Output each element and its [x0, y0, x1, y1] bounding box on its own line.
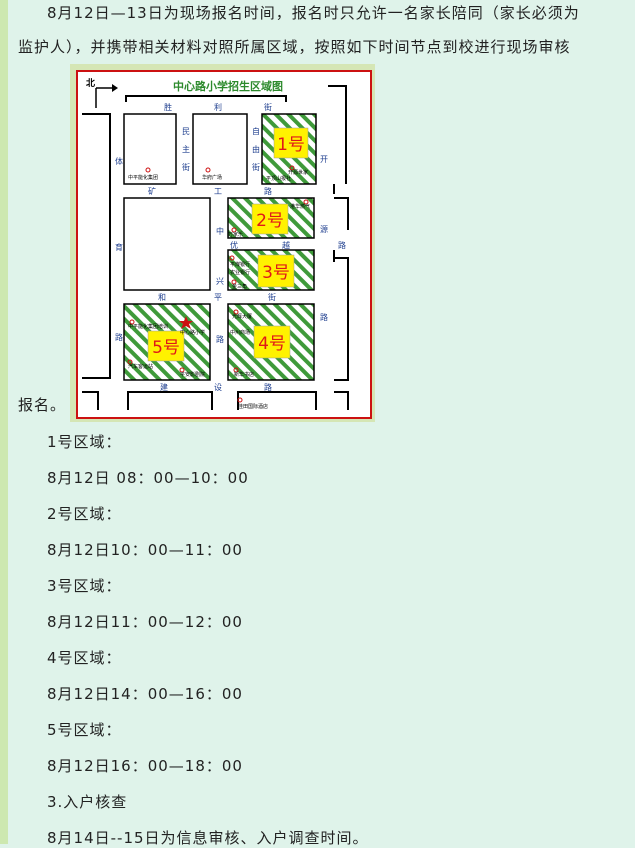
- svg-text:越: 越: [282, 240, 290, 250]
- zone-3-label: 3号: [262, 263, 290, 283]
- svg-text:体: 体: [115, 156, 123, 166]
- zone-labels: 1号 2号 3号 4号 5号: [147, 127, 309, 362]
- zone-5-heading: 5号区域：: [47, 721, 122, 739]
- section-3-text: 8月14日--15日为信息审核、入户调查时间。: [47, 829, 369, 847]
- svg-text:街: 街: [268, 292, 276, 302]
- svg-text:汽车客运站: 汽车客运站: [128, 363, 153, 370]
- svg-text:建: 建: [160, 382, 168, 392]
- svg-text:中州商场: 中州商场: [230, 329, 250, 336]
- svg-text:街: 街: [182, 162, 190, 172]
- svg-text:街: 街: [264, 102, 272, 112]
- svg-text:利: 利: [214, 102, 222, 112]
- svg-text:平顶山报社: 平顶山报社: [266, 175, 291, 182]
- svg-text:中平能化集团培训: 中平能化集团培训: [128, 323, 168, 330]
- zone-1-time: 8月12日 08：00—10：00: [47, 469, 249, 487]
- svg-text:金三角: 金三角: [232, 283, 247, 290]
- svg-text:光辉大厦: 光辉大厦: [232, 313, 252, 320]
- svg-text:育: 育: [115, 242, 123, 252]
- north-label: 北: [86, 77, 95, 89]
- svg-text:平: 平: [214, 293, 222, 302]
- svg-text:路: 路: [264, 186, 272, 196]
- paragraph-line-1: 8月12日—13日为现场报名时间，报名时只允许一名家长陪同（家长必须为: [47, 4, 580, 22]
- paragraph-line-3: 报名。: [18, 396, 67, 414]
- svg-text:优: 优: [230, 240, 238, 250]
- enrollment-zone-map: 北 中心路小学招生区域图: [70, 64, 375, 422]
- svg-text:工: 工: [214, 187, 222, 196]
- paragraph-line-2: 监护人），并携带相关材料对照所属区域，按照如下时间节点到校进行现场审核: [18, 38, 571, 56]
- svg-text:新华书店: 新华书店: [234, 371, 254, 378]
- svg-text:矿: 矿: [148, 186, 156, 196]
- svg-text:平安影剧院: 平安影剧院: [180, 371, 205, 378]
- svg-text:万家乐: 万家乐: [228, 231, 243, 238]
- svg-text:农业银行: 农业银行: [230, 269, 250, 276]
- svg-text:中心路小学: 中心路小学: [180, 329, 205, 336]
- svg-text:源: 源: [320, 225, 328, 234]
- svg-text:平煤银行: 平煤银行: [230, 261, 250, 268]
- zone-5-label: 5号: [152, 338, 180, 358]
- zone-1-heading: 1号区域：: [47, 433, 122, 451]
- svg-text:兴: 兴: [216, 277, 224, 286]
- svg-text:街: 街: [252, 162, 260, 172]
- zone-5-time: 8月12日16：00—18：00: [47, 757, 243, 775]
- zone-1-label: 1号: [277, 135, 305, 155]
- svg-text:佳田国际酒店: 佳田国际酒店: [238, 403, 268, 410]
- left-decoration-strip: [0, 0, 8, 844]
- svg-text:路: 路: [216, 334, 224, 344]
- zone-4-time: 8月12日14：00—16：00: [47, 685, 243, 703]
- svg-text:开: 开: [320, 155, 328, 164]
- svg-text:路: 路: [338, 240, 346, 250]
- section-3-heading: 3.入户核查: [47, 793, 128, 811]
- svg-text:开源世家: 开源世家: [288, 169, 308, 176]
- svg-text:胜: 胜: [164, 102, 172, 112]
- svg-text:华府广场: 华府广场: [202, 174, 222, 181]
- north-arrow-icon: 北: [86, 77, 118, 108]
- road-names: 胜 利 街 民 主 街 自 由 街 开 体 育 矿 工 路 中 兴 优 越 源: [115, 102, 346, 392]
- zone-2-time: 8月12日10：00—11：00: [47, 541, 243, 559]
- zone-3-time: 8月12日11：00—12：00: [47, 613, 243, 631]
- svg-text:自: 自: [252, 126, 260, 136]
- zone-3-heading: 3号区域：: [47, 577, 122, 595]
- svg-text:和: 和: [158, 293, 166, 302]
- zone-2-heading: 2号区域：: [47, 505, 122, 523]
- svg-text:中平能化集团: 中平能化集团: [128, 174, 158, 181]
- svg-text:主: 主: [182, 144, 190, 154]
- poi-labels: 中平能化集团 华府广场 开源世家 平顶山报社 港华燃气 万家乐 平煤银行 农业银…: [127, 165, 310, 410]
- svg-text:由: 由: [252, 144, 260, 154]
- svg-text:设: 设: [214, 382, 222, 392]
- svg-text:中: 中: [216, 226, 224, 236]
- city-blocks: [123, 113, 248, 291]
- svg-text:路: 路: [320, 312, 328, 322]
- map-canvas: 北 中心路小学招生区域图: [76, 70, 372, 419]
- zone-4-label: 4号: [258, 334, 286, 354]
- svg-text:路: 路: [264, 382, 272, 392]
- map-title: 中心路小学招生区域图: [173, 79, 283, 93]
- zone-4-heading: 4号区域：: [47, 649, 122, 667]
- svg-text:民: 民: [182, 127, 190, 136]
- svg-text:港华燃气: 港华燃气: [290, 203, 310, 210]
- zone-2-label: 2号: [256, 211, 284, 231]
- svg-text:路: 路: [115, 332, 123, 342]
